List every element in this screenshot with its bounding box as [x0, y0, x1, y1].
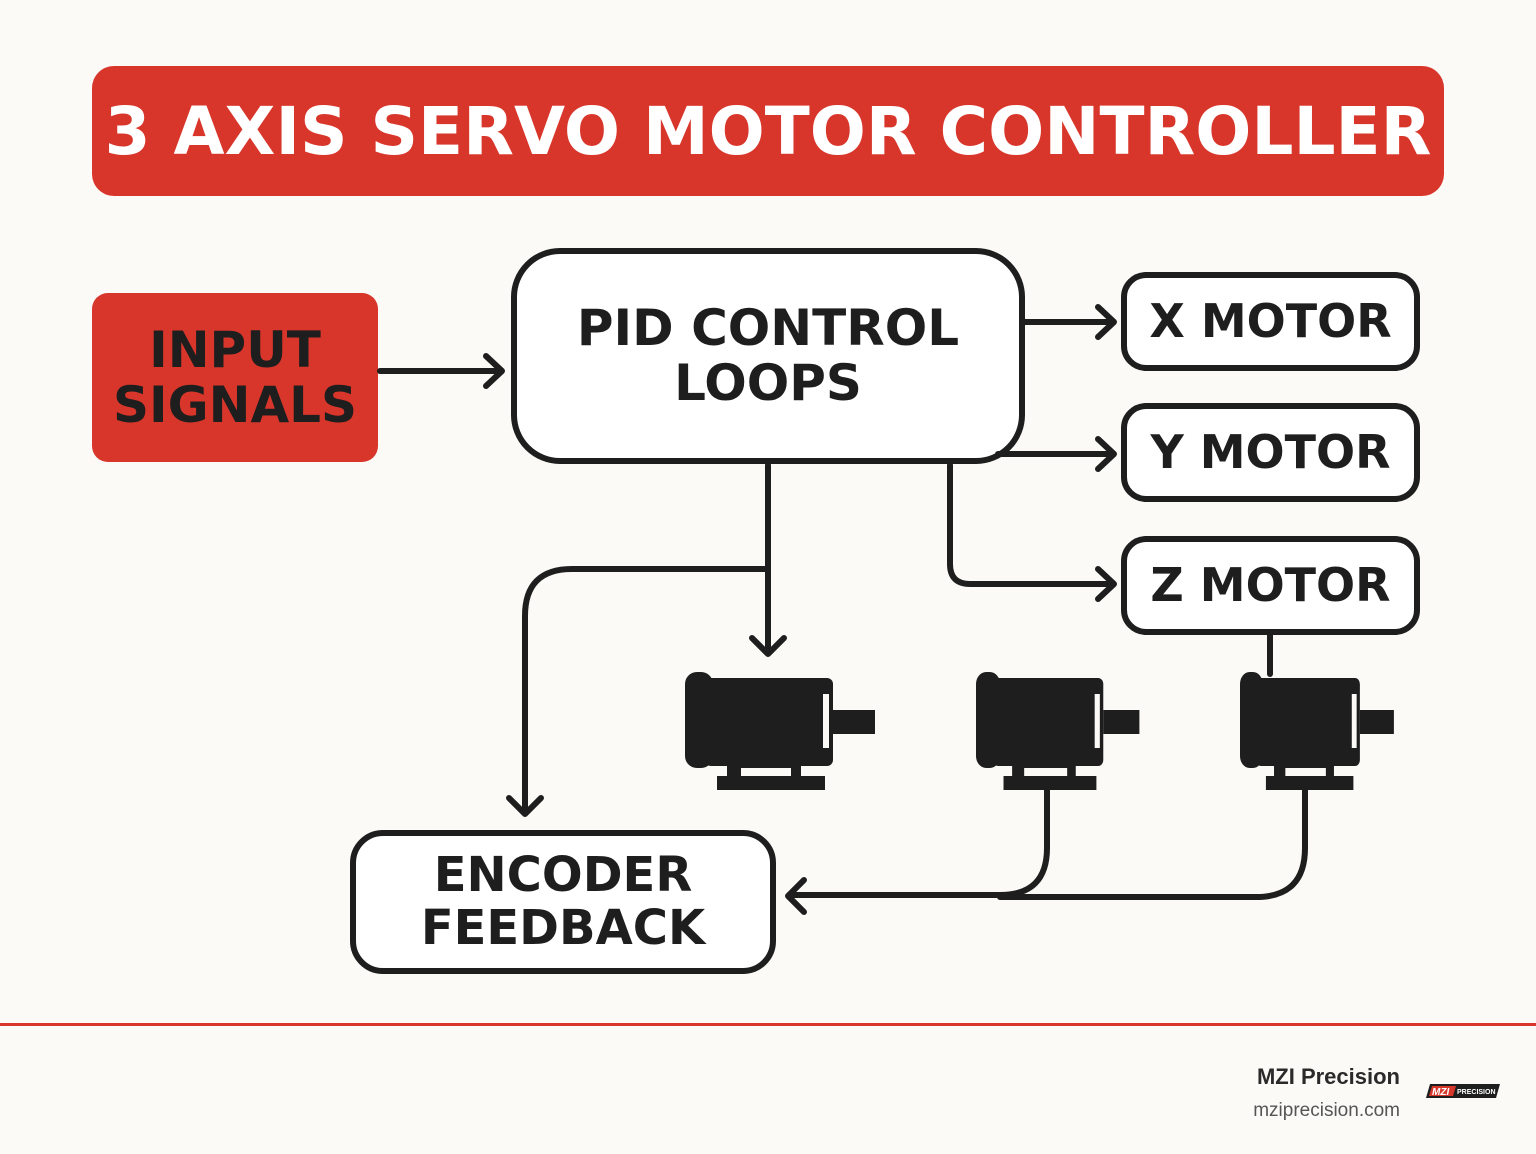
- encoder-feedback-label: ENCODER FEEDBACK: [353, 833, 773, 971]
- input-signals-label: INPUT SIGNALS: [92, 293, 378, 462]
- encoder-feedback-line2: FEEDBACK: [420, 900, 706, 956]
- arrowhead-pid-to-z-motor: [1095, 566, 1117, 602]
- arrowhead-pid-to-motor-1: [749, 635, 787, 657]
- input-signals-line2: SIGNALS: [112, 375, 358, 434]
- brand-url[interactable]: mziprecision.com: [1253, 1100, 1400, 1121]
- title-banner: 3 AXIS SERVO MOTOR CONTROLLER: [92, 66, 1444, 196]
- footer-divider: [0, 1023, 1536, 1026]
- servo-motor-icon: [976, 672, 1140, 790]
- pid-control-line2: LOOPS: [674, 354, 862, 412]
- input-signals-box: [92, 293, 378, 462]
- arrow-pid-to-z-motor: [947, 462, 1115, 587]
- arrowhead-input-to-pid: [483, 353, 505, 389]
- diagram-title: 3 AXIS SERVO MOTOR CONTROLLER: [104, 92, 1432, 170]
- arrowhead-pid-to-x-motor: [1095, 304, 1117, 340]
- brand-name: MZI Precision: [1256, 1064, 1400, 1089]
- servo-motor-icon: [1240, 672, 1394, 790]
- encoder-feedback-box: [350, 830, 776, 974]
- feedback-line-motor-3: [997, 787, 1308, 900]
- pid-control-box: [511, 248, 1025, 464]
- feedback-line-motor-2: [789, 787, 1050, 898]
- input-signals-line1: INPUT: [149, 320, 321, 379]
- arrowhead-pid-to-y-motor: [1095, 436, 1117, 472]
- encoder-feedback-line1: ENCODER: [433, 847, 693, 904]
- x-motor-box: [1121, 272, 1420, 371]
- arrowhead-pid-to-encoder: [506, 795, 544, 817]
- pid-control-label: PID CONTROL LOOPS: [514, 251, 1022, 461]
- logo-mark-subtext: PRECISION: [1457, 1089, 1496, 1096]
- arrow-pid-to-encoder: [522, 566, 771, 815]
- arrowhead-feedback-to-encoder: [785, 877, 807, 915]
- x-motor-label: X MOTOR: [1149, 294, 1392, 349]
- y-motor-box: [1121, 403, 1420, 502]
- logo-mark-text: MZI: [1432, 1087, 1449, 1098]
- servo-motor-icon: [685, 672, 875, 790]
- pid-control-line1: PID CONTROL: [576, 299, 960, 357]
- z-motor-label: Z MOTOR: [1150, 558, 1391, 613]
- mzi-logo-icon: MZI PRECISION: [1426, 1084, 1500, 1098]
- y-motor-label: Y MOTOR: [1150, 425, 1391, 480]
